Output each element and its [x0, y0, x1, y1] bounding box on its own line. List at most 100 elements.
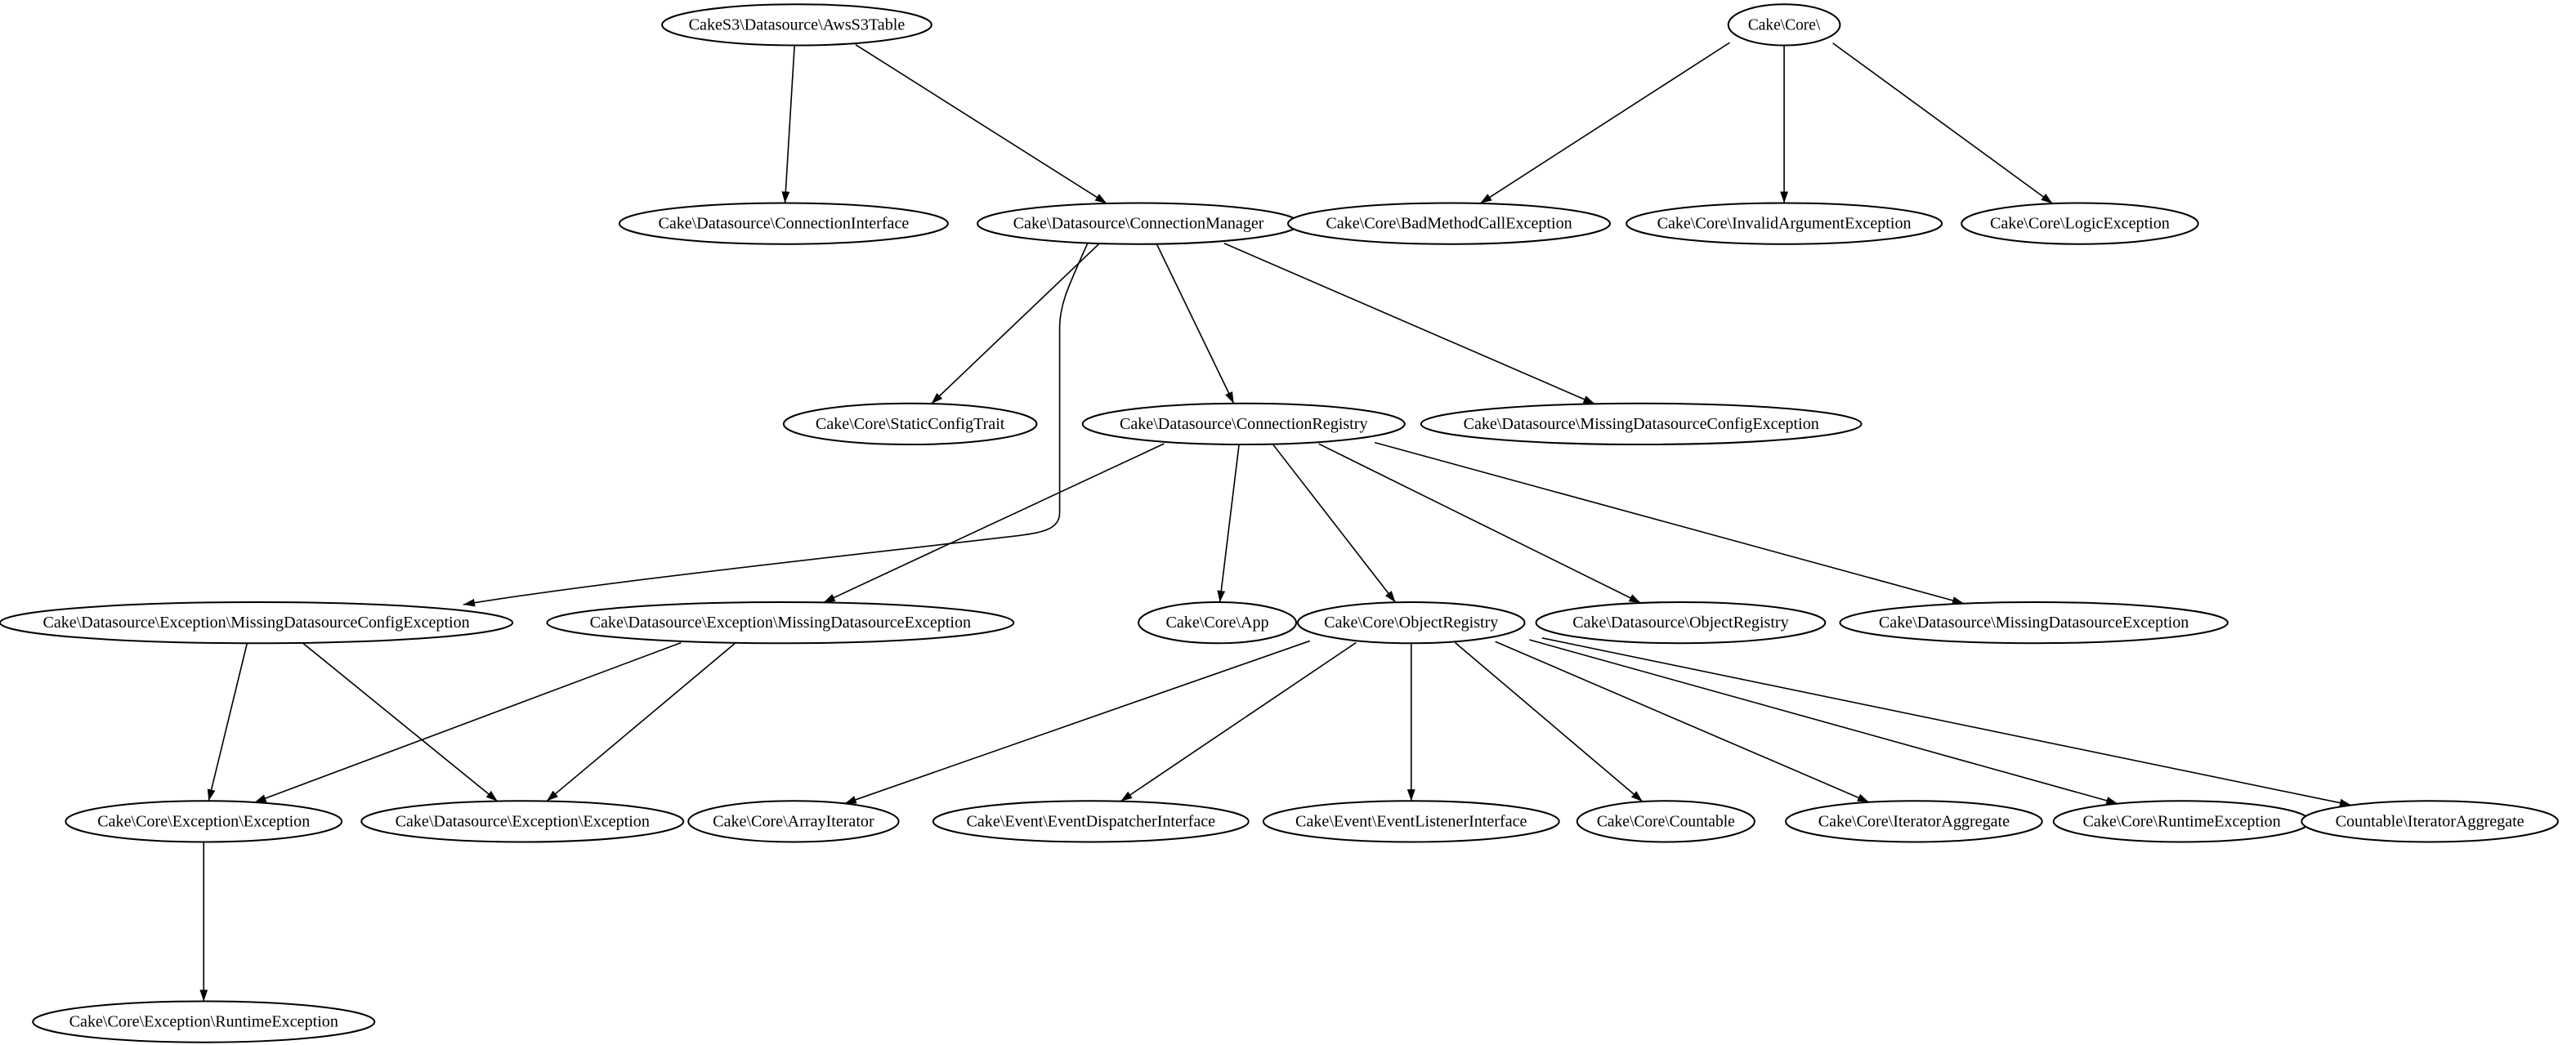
- graph-node: Cake\Core\ObjectRegistry: [1297, 601, 1526, 645]
- graph-node: Cake\Core\LogicException: [1961, 202, 2199, 245]
- edge-n13-n23: [1529, 639, 2118, 805]
- node-ellipse: [932, 800, 1250, 843]
- node-label: Cake\Core\IteratorAggregate: [1818, 812, 2010, 830]
- graph-node: Cake\Core\Countable: [1576, 800, 1755, 843]
- node-ellipse: [1420, 402, 1863, 446]
- node-label: Cake\Core\BadMethodCallException: [1326, 215, 1572, 233]
- graph-node: Cake\Core\Exception\RuntimeException: [32, 1000, 376, 1043]
- node-ellipse: [1727, 3, 1841, 47]
- edge-n13-n18: [844, 640, 1311, 805]
- graph-node: Cake\Core\Exception\Exception: [65, 800, 343, 843]
- node-ellipse: [2301, 800, 2559, 843]
- node-ellipse: [1535, 601, 1827, 645]
- node-label: Cake\Datasource\Exception\Exception: [396, 812, 650, 830]
- node-ellipse: [1297, 601, 1526, 645]
- edge-n3-n7: [931, 243, 1100, 404]
- node-ellipse: [1081, 402, 1406, 446]
- node-label: Cake\Core\ObjectRegistry: [1324, 614, 1498, 632]
- graph-node: Cake\Core\: [1727, 3, 1841, 47]
- node-ellipse: [1961, 202, 2199, 245]
- node-ellipse: [65, 800, 343, 843]
- node-ellipse: [1576, 800, 1755, 843]
- edge-n11-n16: [254, 641, 682, 803]
- edge-n8-n12: [1217, 444, 1240, 603]
- node-label: Cake\Datasource\Exception\MissingDatasou…: [42, 614, 469, 632]
- graph-node: Cake\Datasource\MissingDatasourceExcepti…: [1839, 601, 2229, 645]
- node-label: Countable\IteratorAggregate: [2336, 812, 2525, 830]
- edge-n10-n16: [207, 643, 248, 802]
- node-label: Cake\Datasource\ConnectionRegistry: [1120, 415, 1368, 433]
- node-ellipse: [1262, 800, 1560, 843]
- edge-n13-n19: [1120, 641, 1357, 802]
- graph-node: Cake\Datasource\MissingDatasourceConfigE…: [1420, 402, 1863, 446]
- node-label: Cake\Datasource\ObjectRegistry: [1572, 614, 1788, 632]
- node-label: Cake\Event\EventDispatcherInterface: [966, 812, 1215, 830]
- graph-node: Cake\Datasource\Exception\MissingDatasou…: [546, 601, 1015, 645]
- edge-n3-n9: [1223, 243, 1595, 405]
- node-label: Cake\Core\: [1748, 16, 1821, 33]
- edge-n8-n11: [823, 443, 1165, 604]
- edge-n0-n3: [855, 44, 1107, 204]
- edge-n13-n21: [1455, 642, 1644, 802]
- graph-node: Cake\Core\InvalidArgumentException: [1626, 202, 1943, 245]
- node-label: Cake\Core\Exception\Exception: [97, 812, 310, 830]
- node-ellipse: [1286, 202, 1612, 245]
- node-ellipse: [1626, 202, 1943, 245]
- edge-n3-n8: [1156, 243, 1235, 404]
- edges: [199, 42, 2352, 1002]
- node-label: Cake\Core\RuntimeException: [2082, 812, 2280, 830]
- graph-node: Cake\Datasource\Exception\Exception: [360, 800, 685, 843]
- graph-node: Cake\Event\EventDispatcherInterface: [932, 800, 1250, 843]
- graph-node: Cake\Core\RuntimeException: [2052, 800, 2311, 843]
- edge-n11-n17: [546, 642, 736, 802]
- edge-n1-n6: [1832, 42, 2054, 204]
- node-ellipse: [661, 3, 932, 47]
- node-label: Cake\Datasource\Exception\MissingDatasou…: [590, 614, 971, 632]
- node-ellipse: [782, 402, 1038, 446]
- node-label: Cake\Datasource\ConnectionInterface: [658, 215, 909, 233]
- node-label: Cake\Datasource\ConnectionManager: [1013, 215, 1264, 233]
- graph-node: Cake\Core\App: [1138, 601, 1298, 645]
- graph-node: Cake\Core\IteratorAggregate: [1785, 800, 2043, 843]
- graph-node: Cake\Datasource\ConnectionInterface: [618, 202, 949, 245]
- graph-node: Cake\Datasource\ObjectRegistry: [1535, 601, 1827, 645]
- graph-node: Cake\Core\StaticConfigTrait: [782, 402, 1038, 446]
- node-ellipse: [618, 202, 949, 245]
- node-label: Cake\Core\ArrayIterator: [713, 812, 874, 830]
- graph-node: Cake\Datasource\ConnectionManager: [977, 202, 1301, 245]
- edge-n13-n24: [1541, 637, 2352, 807]
- node-ellipse: [360, 800, 685, 843]
- graph-node: Cake\Core\BadMethodCallException: [1286, 202, 1612, 245]
- node-ellipse: [0, 601, 514, 645]
- edge-n8-n13: [1272, 444, 1397, 603]
- edge-n8-n15: [1374, 441, 1965, 605]
- node-label: Cake\Event\EventListenerInterface: [1295, 812, 1527, 830]
- edge-n3-n10: [463, 243, 1089, 607]
- graph-node: Countable\IteratorAggregate: [2301, 800, 2559, 843]
- node-label: Cake\Core\StaticConfigTrait: [816, 415, 1005, 433]
- graph-node: Cake\Event\EventListenerInterface: [1262, 800, 1560, 843]
- node-label: Cake\Datasource\MissingDatasourceConfigE…: [1464, 415, 1819, 433]
- nodes: CakeS3\Datasource\AwsS3Table Cake\Core\ Ca…: [0, 3, 2559, 1043]
- node-label: Cake\Core\App: [1165, 614, 1268, 632]
- node-label: Cake\Core\LogicException: [1990, 215, 2170, 233]
- edge-n1-n4: [1479, 42, 1730, 204]
- node-label: CakeS3\Datasource\AwsS3Table: [689, 16, 906, 33]
- graph-node: CakeS3\Datasource\AwsS3Table: [661, 3, 932, 47]
- node-ellipse: [1839, 601, 2229, 645]
- node-ellipse: [1138, 601, 1298, 645]
- edge-n10-n17: [302, 642, 499, 802]
- graph-node: Cake\Core\ArrayIterator: [687, 800, 900, 843]
- graph-node: Cake\Datasource\ConnectionRegistry: [1081, 402, 1406, 446]
- edge-n8-n14: [1318, 443, 1641, 604]
- node-ellipse: [1785, 800, 2043, 843]
- node-ellipse: [32, 1000, 376, 1043]
- node-label: Cake\Datasource\MissingDatasourceExcepti…: [1879, 614, 2189, 632]
- node-label: Cake\Core\Exception\RuntimeException: [69, 1013, 338, 1031]
- edge-n13-n22: [1495, 641, 1870, 803]
- node-label: Cake\Core\InvalidArgumentException: [1657, 215, 1912, 233]
- node-ellipse: [546, 601, 1015, 645]
- node-ellipse: [687, 800, 900, 843]
- edge-n0-n2: [781, 45, 795, 203]
